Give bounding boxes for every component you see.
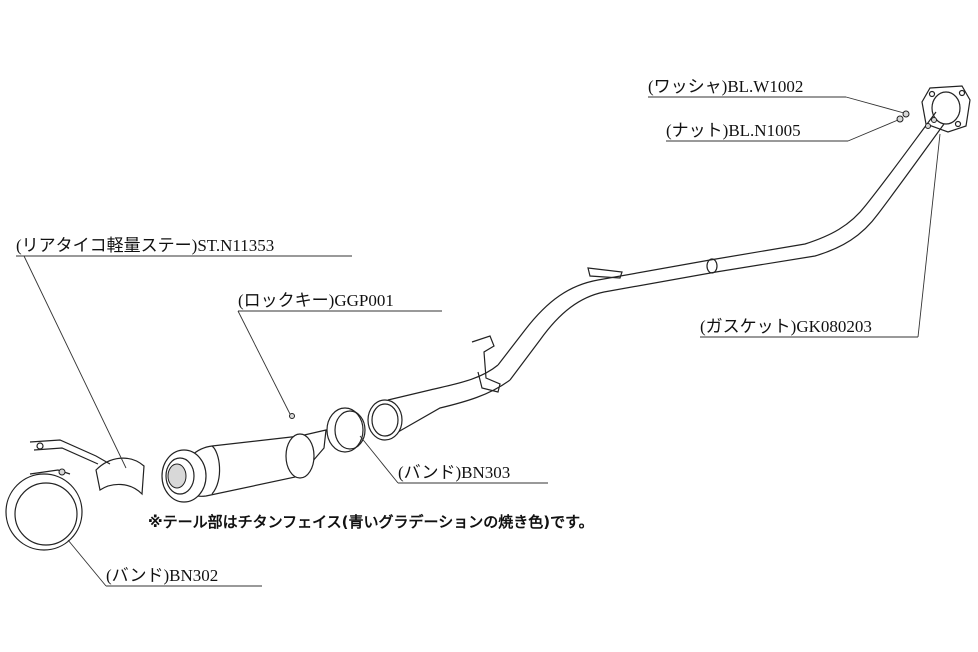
band-bn303: [326, 407, 366, 453]
nut-label: (ナット)BL.N1005: [666, 121, 801, 140]
tail-finish-note: ※テール部はチタンフェイス(青いグラデーションの焼き色)です。: [148, 513, 594, 531]
rear-stay: [29, 439, 145, 496]
washer-part: [902, 110, 910, 118]
lockkey-part: [289, 413, 295, 419]
gasket-label: (ガスケット)GK080203: [700, 317, 872, 336]
nut-part: [896, 115, 904, 123]
stay-label: (リアタイコ軽量ステー)ST.N11353: [16, 236, 275, 255]
front-pipe: [367, 85, 971, 441]
band303-label: (バンド)BN303: [398, 463, 511, 482]
mid-pipe-end: [367, 399, 403, 441]
rear-muffler: [161, 413, 327, 503]
washer-label: (ワッシャ)BL.W1002: [648, 77, 804, 96]
band-bn302: [5, 468, 83, 551]
band302-label: (バンド)BN302: [106, 566, 219, 585]
leader-lines: [16, 96, 941, 587]
flange-hole: [931, 91, 961, 125]
lockkey-label: (ロックキー)GGP001: [238, 291, 394, 310]
